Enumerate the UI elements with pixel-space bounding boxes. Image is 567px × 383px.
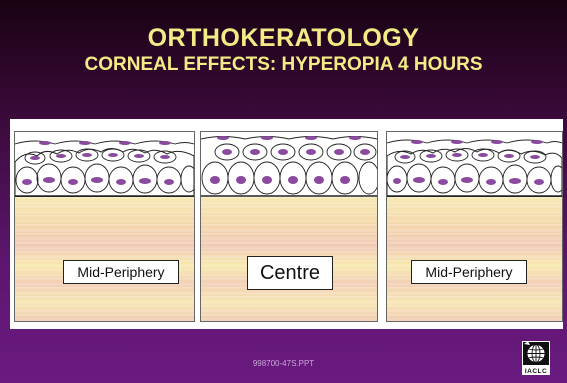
panel-right-mid-periphery: Mid-Periphery: [386, 131, 563, 322]
footer-file-code: 998700-47S.PPT: [0, 359, 567, 368]
stroma-right: [387, 197, 562, 321]
slide-title: ORTHOKERATOLOGY: [0, 24, 567, 53]
panel-label-left: Mid-Periphery: [63, 260, 179, 284]
panel-label-centre: Centre: [247, 256, 333, 290]
panel-label-right: Mid-Periphery: [411, 260, 527, 284]
logo-text: IACLC: [525, 368, 547, 375]
epithelium-cells-centre: [201, 132, 377, 197]
panel-left-mid-periphery: Mid-Periphery: [14, 131, 195, 322]
panel-centre: Centre: [200, 131, 378, 322]
slide-subtitle: CORNEAL EFFECTS: HYPEROPIA 4 HOURS: [0, 54, 567, 76]
stroma-left: [15, 197, 194, 321]
cornea-panels-area: Mid-Periphery: [10, 119, 563, 329]
iaclc-globe-logo-icon: IACLC: [522, 341, 550, 375]
epithelium-cells-right: [387, 132, 562, 197]
epithelium-cells-left: [15, 132, 194, 197]
